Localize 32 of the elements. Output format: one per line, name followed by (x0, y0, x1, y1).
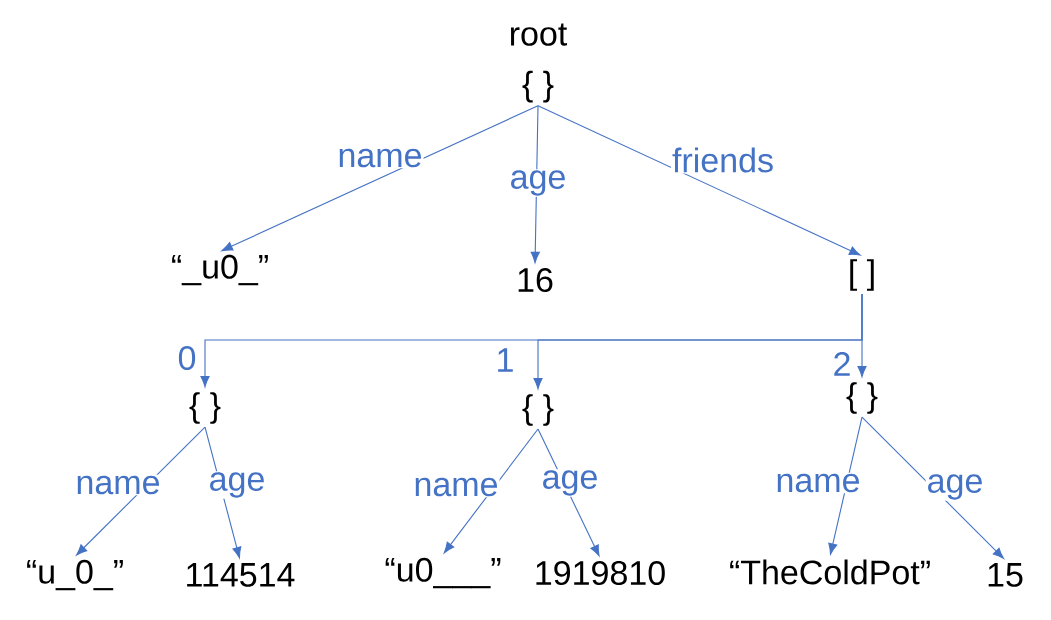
edge-label: age (925, 473, 985, 501)
edge-label: 2 (831, 351, 853, 377)
arrow (537, 105, 861, 256)
number-value: 16 (518, 267, 553, 293)
edge-label: friends (671, 146, 776, 174)
arrow (443, 428, 539, 554)
edge-label: name (74, 474, 162, 496)
arrow (861, 416, 1004, 559)
number-value: 114514 (187, 563, 295, 587)
arrow (828, 416, 863, 555)
string-value: “u0___” (385, 557, 501, 589)
arrow (76, 426, 206, 556)
edge-label: name (774, 472, 862, 494)
number-value: 1919810 (536, 560, 665, 586)
object-label: { } (189, 392, 221, 424)
edge-label: name (412, 476, 500, 498)
number-value: 15 (988, 563, 1023, 587)
edge-label: age (207, 471, 267, 499)
root-label: root { } (510, 23, 568, 103)
edge-label: name (336, 147, 424, 169)
string-value: “_u0_” (172, 254, 268, 286)
edge-label: age (508, 169, 568, 197)
string-value: “TheColdPot” (730, 559, 930, 585)
edge-label: age (540, 469, 600, 497)
object-label: { } (522, 394, 554, 426)
edge-label: 0 (176, 344, 198, 372)
arrow (857, 293, 867, 378)
object-label: { } (846, 382, 878, 414)
array-label: [ ] (850, 259, 874, 291)
arrow (221, 105, 539, 252)
edge-label: 1 (494, 347, 516, 373)
string-value: “u_0_” (27, 559, 123, 591)
